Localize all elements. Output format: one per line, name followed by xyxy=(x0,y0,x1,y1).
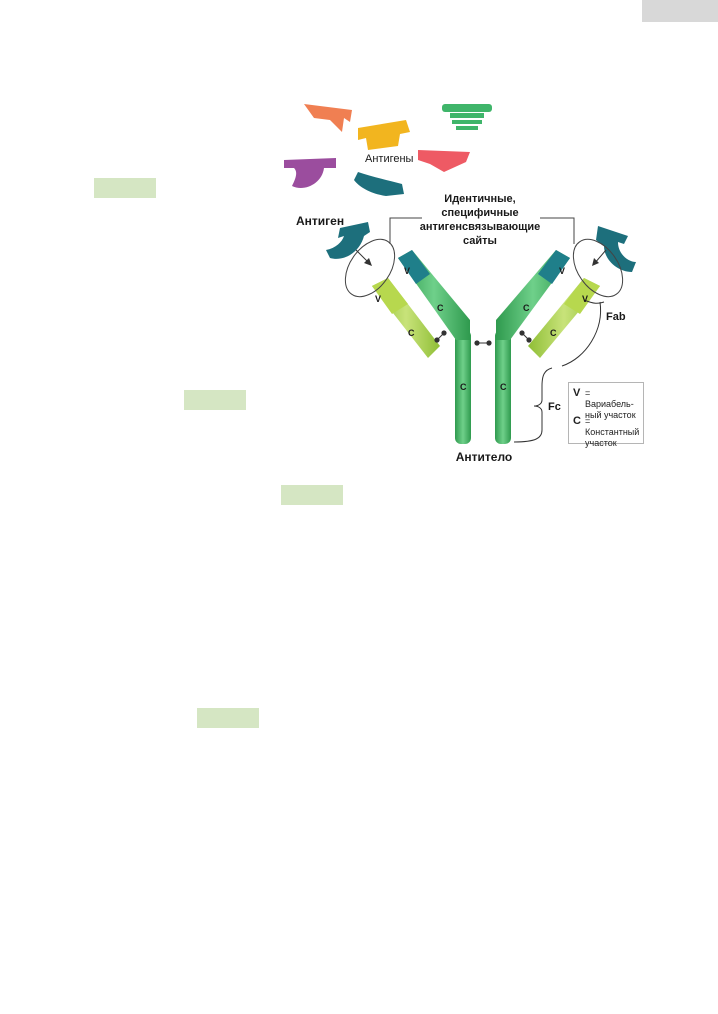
antigen-green-stack xyxy=(442,104,492,130)
label-identical-line-1: Идентичные, xyxy=(444,193,515,205)
region-right-heavy-v: V xyxy=(559,266,565,276)
region-right-light-v: V xyxy=(582,294,588,304)
region-left-light-c: C xyxy=(408,328,415,338)
region-stem-right-c: C xyxy=(500,382,507,392)
highlight-box-2 xyxy=(184,390,246,410)
antigen-orange xyxy=(304,104,352,132)
legend-row-constant: C = Константный участок xyxy=(573,416,641,449)
binding-arrow-right xyxy=(592,249,607,266)
left-binding-site-ellipse xyxy=(344,238,396,298)
antigen-teal-right-bound xyxy=(596,226,636,272)
antigen-teal-floating xyxy=(354,172,404,196)
legend-key-c: C xyxy=(573,415,581,427)
antigen-red xyxy=(418,150,470,172)
label-antigens: Антигены xyxy=(365,153,414,165)
legend: V = Вариабель-ный участок C = Константный … xyxy=(568,382,644,448)
leader-line-right xyxy=(540,217,575,244)
right-light-chain xyxy=(528,278,600,358)
disulfide-bonds xyxy=(434,330,532,346)
legend-text-c: = Константный участок xyxy=(585,416,640,448)
antigen-teal-left-bound xyxy=(326,222,370,259)
right-binding-site-ellipse xyxy=(572,238,624,298)
right-heavy-chain xyxy=(496,250,570,340)
fab-bracket xyxy=(561,299,605,367)
region-left-heavy-v: V xyxy=(404,266,410,276)
fc-bracket xyxy=(513,367,553,443)
page-corner-tab xyxy=(642,0,718,22)
label-identical-line-2: специфичные xyxy=(441,207,518,219)
legend-key-v: V xyxy=(573,387,581,399)
left-light-chain xyxy=(372,278,440,358)
region-left-heavy-c: C xyxy=(437,303,444,313)
region-left-light-v: V xyxy=(375,294,381,304)
left-heavy-chain xyxy=(398,250,470,340)
antigen-purple xyxy=(284,158,336,188)
label-antibody: Антитело xyxy=(456,450,513,464)
binding-arrow-left xyxy=(355,249,372,266)
region-right-heavy-c: C xyxy=(523,303,530,313)
leader-line-left xyxy=(389,217,422,244)
highlight-box-3 xyxy=(281,485,343,505)
label-identical-line-3: антигенсвязывающие xyxy=(420,221,541,233)
region-stem-left-c: C xyxy=(460,382,467,392)
label-antigen: Антиген xyxy=(296,214,344,228)
label-fc: Fc xyxy=(548,401,561,413)
label-fab: Fab xyxy=(606,311,626,323)
antigen-yellow xyxy=(358,120,410,150)
legend-text-v: = Вариабель-ный участок xyxy=(585,388,636,420)
legend-row-variable: V = Вариабель-ный участок xyxy=(573,388,641,421)
label-identical-line-4: сайты xyxy=(463,235,497,247)
highlight-box-4 xyxy=(197,708,259,728)
antibody-stem xyxy=(455,330,511,444)
highlight-box-1 xyxy=(94,178,156,198)
region-right-light-c: C xyxy=(550,328,557,338)
